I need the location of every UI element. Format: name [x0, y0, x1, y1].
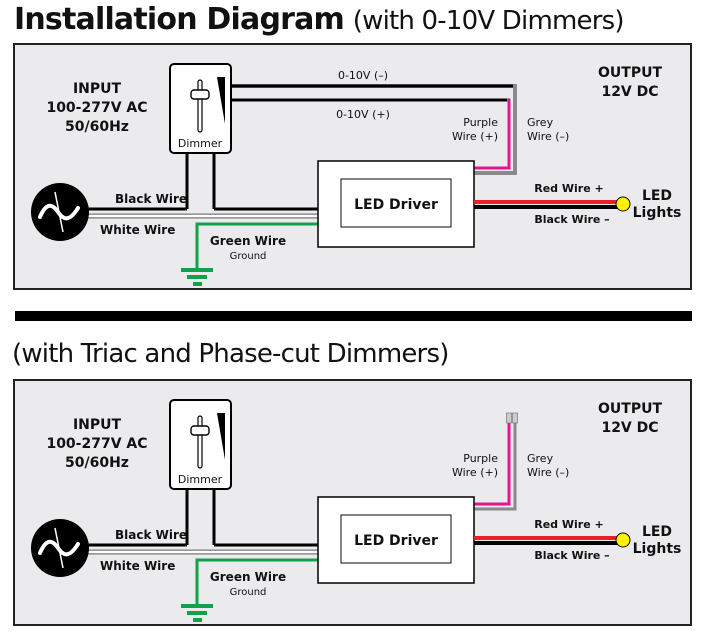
black-wire-minus-label: Black Wire –	[534, 213, 609, 226]
led-light-icon	[615, 196, 631, 212]
led-driver-label: LED Driver	[354, 197, 438, 213]
green-wire	[195, 558, 318, 605]
dimmer-label: Dimmer	[178, 137, 223, 150]
ac-source-icon	[31, 183, 89, 241]
black-wire-minus-label: Black Wire –	[534, 549, 609, 562]
wire-0-10v-plus	[232, 98, 511, 170]
white-wire-label: White Wire	[100, 223, 175, 237]
purple-wire-polarity: Wire (+)	[452, 130, 498, 143]
led-lights-label-2: Lights	[633, 205, 682, 221]
white-wire-label: White Wire	[100, 559, 175, 573]
dimmer: Dimmer	[169, 63, 232, 154]
led-driver: LED Driver	[317, 160, 475, 248]
slider-knob-icon	[190, 425, 210, 436]
wire-0-10v-plus-label: 0-10V (+)	[336, 108, 390, 121]
black-wire-label: Black Wire	[115, 192, 187, 206]
diagram-triac: INPUT 100-277V AC 50/60Hz OUTPUT 12V DC …	[13, 379, 692, 626]
dimmer: Dimmer	[169, 399, 232, 490]
input-frequency: 50/60Hz	[65, 455, 129, 471]
dimmer-ramp-icon	[217, 77, 225, 124]
purple-wire	[474, 423, 511, 506]
dimmer-ramp-icon	[217, 413, 225, 460]
led-driver-label: LED Driver	[354, 533, 438, 549]
purple-wire-label: Purple	[463, 116, 498, 129]
title-qualifier: (with 0-10V Dimmers)	[352, 6, 625, 36]
grey-wire-polarity: Wire (–)	[527, 466, 569, 479]
grey-wire-polarity: Wire (–)	[527, 130, 569, 143]
output-label: OUTPUT	[598, 401, 662, 417]
ac-source-icon	[31, 519, 89, 577]
input-frequency: 50/60Hz	[65, 119, 129, 135]
wire-cap-icon	[506, 412, 518, 424]
ground-label: Ground	[230, 251, 267, 262]
input-label: INPUT	[73, 417, 122, 433]
output-label: OUTPUT	[598, 65, 662, 81]
purple-wire-label: Purple	[463, 452, 498, 465]
section-subtitle: (with Triac and Phase-cut Dimmers)	[12, 339, 449, 369]
section-divider	[15, 311, 692, 321]
wire-0-10v-minus-label: 0-10V (–)	[338, 69, 388, 82]
ground-label: Ground	[230, 587, 267, 598]
grey-wire	[474, 423, 517, 511]
grey-wire-label: Grey	[527, 116, 554, 129]
ground-icon	[181, 268, 213, 286]
black-wire-label: Black Wire	[115, 528, 187, 542]
led-driver: LED Driver	[317, 496, 475, 584]
slider-knob-icon	[190, 89, 210, 100]
output-voltage: 12V DC	[601, 84, 658, 100]
led-lights-label: LED	[642, 524, 672, 540]
input-voltage: 100-277V AC	[46, 436, 147, 452]
diagram-title: Installation Diagram (with 0-10V Dimmers…	[14, 0, 624, 41]
wire-0-10v-minus	[232, 84, 517, 175]
ground-icon	[181, 604, 213, 622]
led-lights-label: LED	[642, 188, 672, 204]
green-wire-label: Green Wire	[210, 234, 286, 248]
output-voltage: 12V DC	[601, 420, 658, 436]
led-lights-label-2: Lights	[633, 541, 682, 557]
slider-track-icon	[197, 79, 203, 133]
red-wire-label: Red Wire +	[534, 182, 603, 195]
led-light-icon	[615, 532, 631, 548]
diagram-0-10v: INPUT 100-277V AC 50/60Hz OUTPUT 12V DC …	[13, 43, 692, 290]
red-wire-label: Red Wire +	[534, 518, 603, 531]
title-main: Installation Diagram	[14, 2, 345, 37]
green-wire	[195, 222, 318, 269]
purple-wire-polarity: Wire (+)	[452, 466, 498, 479]
grey-wire-label: Grey	[527, 452, 554, 465]
input-voltage: 100-277V AC	[46, 100, 147, 116]
input-label: INPUT	[73, 81, 122, 97]
green-wire-label: Green Wire	[210, 570, 286, 584]
dimmer-label: Dimmer	[178, 473, 223, 486]
slider-track-icon	[197, 415, 203, 469]
